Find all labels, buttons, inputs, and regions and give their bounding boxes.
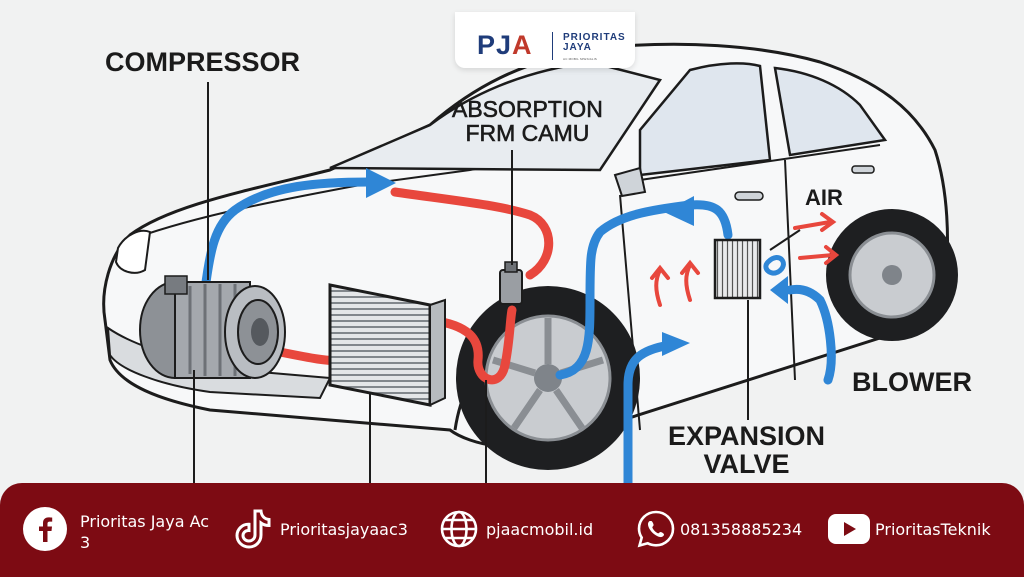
blower-arrow — [770, 276, 788, 304]
door-handle-rear — [851, 165, 875, 174]
compressor — [139, 275, 286, 379]
rear-wheel — [826, 209, 958, 341]
car-side-window-rear — [773, 66, 888, 157]
globe-icon[interactable] — [439, 509, 479, 549]
car-mirror — [613, 166, 647, 198]
facebook-icon[interactable] — [22, 506, 68, 552]
facebook-link[interactable]: Prioritas Jaya Ac 3 — [80, 512, 210, 552]
youtube-icon[interactable] — [827, 513, 871, 545]
cold-line-rise — [623, 340, 675, 490]
evaporator — [713, 238, 762, 300]
leader-lines — [193, 82, 801, 483]
cold-line-evap — [685, 200, 733, 240]
warm-air-arrows — [650, 212, 840, 307]
door-handle — [734, 191, 764, 201]
car-illustration — [102, 42, 958, 470]
car-side-window-front — [638, 62, 772, 177]
front-wheel — [456, 286, 640, 470]
blower-line — [785, 284, 836, 385]
logo-separator — [552, 32, 553, 60]
label-expansion-valve: EXPANSION VALVE — [668, 421, 826, 480]
label-absorption: ABSORPTION FRM CAMU — [452, 96, 603, 147]
logo-mark: PJA — [477, 30, 533, 60]
youtube-link[interactable]: PrioritasTeknik — [875, 520, 991, 539]
website-link[interactable]: pjaacmobil.id — [486, 520, 594, 539]
air-outlet-ring — [763, 255, 786, 276]
contact-footer: Prioritas Jaya Ac 3 Prioritasjayaac3 pja… — [0, 483, 1024, 577]
logo-tagline: AC MOBIL SPESIALIS — [563, 57, 597, 61]
label-air: AIR — [805, 185, 843, 210]
receiver-dryer — [499, 261, 523, 305]
label-compressor: COMPRESSOR — [105, 47, 301, 77]
hot-line-upper — [390, 187, 554, 280]
tiktok-icon[interactable] — [233, 507, 273, 551]
whatsapp-number[interactable]: 081358885234 — [680, 520, 803, 539]
cold-arrow-top — [366, 168, 396, 198]
tiktok-link[interactable]: Prioritasjayaac3 — [280, 520, 408, 539]
label-blower: BLOWER — [852, 367, 972, 397]
whatsapp-icon[interactable] — [636, 509, 676, 549]
car-headlight — [114, 229, 152, 274]
cold-arrow-rise — [662, 332, 690, 356]
cold-line-compressor — [200, 177, 375, 295]
cold-line-front — [555, 200, 695, 380]
condenser — [328, 283, 446, 407]
